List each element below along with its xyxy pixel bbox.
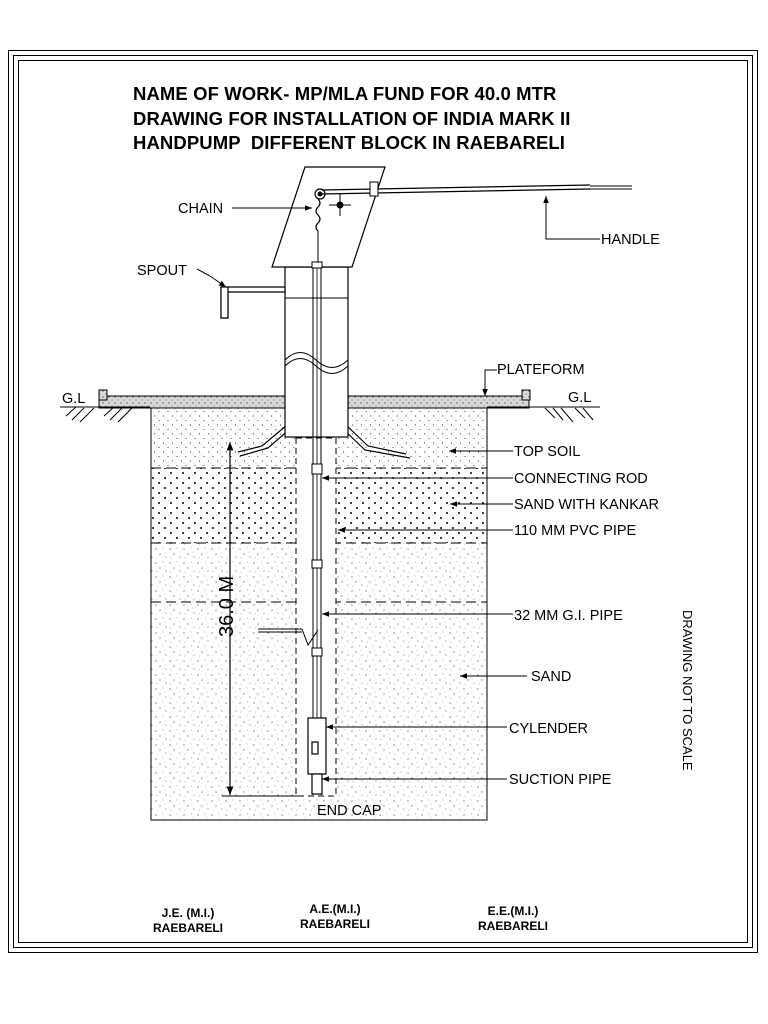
label-spout: SPOUT (137, 263, 187, 279)
label-suction-pipe: SUCTION PIPE (509, 772, 612, 788)
label-handle: HANDLE (601, 232, 660, 248)
gi-pipe-branch (258, 628, 319, 647)
spout (220, 286, 286, 319)
component-labels: CHAIN HANDLE SPOUT PLATEFORM G.L G.L TOP… (62, 201, 695, 819)
label-plateform: PLATEFORM (497, 362, 585, 378)
pump-stand-legs (237, 424, 411, 459)
label-sand: SAND (531, 669, 571, 685)
depth-dimension (222, 442, 300, 797)
pump-body (284, 266, 349, 438)
leader-lines (196, 196, 600, 782)
ground-level-left (60, 406, 150, 423)
label-chain: CHAIN (178, 201, 223, 217)
signature-ae-role: A.E.(M.I.) (309, 902, 361, 916)
signature-ee-role: E.E.(M.I.) (487, 904, 539, 918)
label-cylender: CYLENDER (509, 721, 588, 737)
label-gl-right: G.L (568, 390, 591, 406)
label-sand-kankar: SAND WITH KANKAR (514, 497, 659, 513)
cylinder (307, 717, 327, 795)
signature-ae-place: RAEBARELI (299, 917, 370, 931)
title-line-1: NAME OF WORK- MP/MLA FUND FOR 40.0 MTR (133, 83, 557, 104)
drawing-title: NAME OF WORK- MP/MLA FUND FOR 40.0 MTR DR… (133, 82, 570, 156)
signature-je-place: RAEBARELI (152, 921, 223, 935)
signature-ee: E.E.(M.I.) RAEBARELI (468, 904, 558, 934)
middle-border (13, 55, 753, 948)
label-gi-pipe: 32 MM G.I. PIPE (514, 608, 623, 624)
label-not-to-scale: DRAWING NOT TO SCALE (680, 610, 695, 771)
label-top-soil: TOP SOIL (514, 444, 580, 460)
signature-je: J.E. (M.I.) RAEBARELI (143, 906, 233, 936)
label-connecting-rod: CONNECTING ROD (514, 471, 648, 487)
inner-border (18, 60, 748, 943)
signature-ae: A.E.(M.I.) RAEBARELI (290, 902, 380, 932)
outer-border (8, 50, 758, 953)
ground-level-right (487, 406, 600, 423)
signature-je-role: J.E. (M.I.) (161, 906, 215, 920)
pump-head-cover (271, 166, 386, 268)
riser-pipes (311, 261, 323, 795)
label-gl-left: G.L (62, 391, 85, 407)
title-line-2: DRAWING FOR INSTALLATION OF INDIA MARK I… (133, 107, 571, 129)
title-line-3: HANDPUMP DIFFERENT BLOCK IN RAEBARELI (133, 132, 566, 153)
label-pvc-pipe: 110 MM PVC PIPE (514, 523, 637, 539)
signature-ee-place: RAEBARELI (477, 919, 548, 933)
depth-label: 36.0 M (216, 576, 238, 637)
pump-handle (321, 181, 632, 197)
label-end-cap: END CAP (317, 803, 381, 819)
